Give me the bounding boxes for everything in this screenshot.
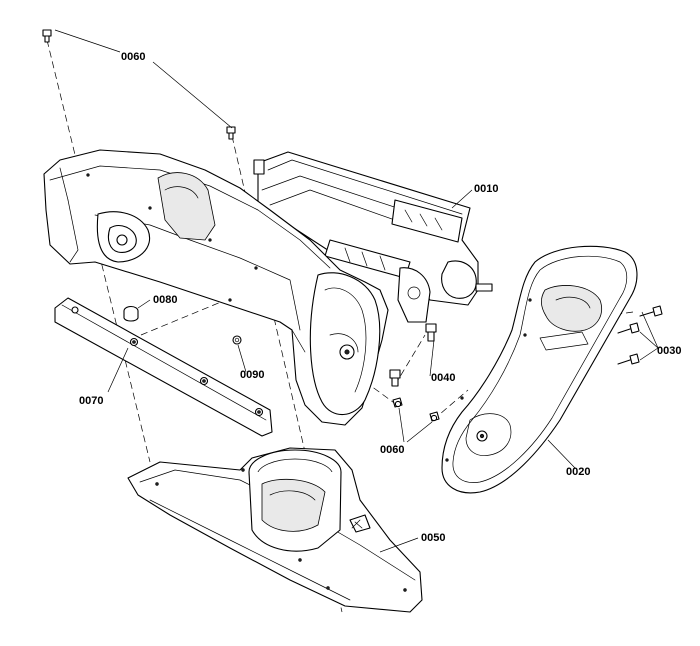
part-0040-bolts — [389, 323, 437, 387]
part-0070-scraper-bar — [54, 297, 273, 437]
callout-labels: 0060 0010 0080 0030 0090 0040 0070 0060 … — [79, 51, 681, 544]
part-0020-belt-cover — [441, 245, 638, 494]
part-0050-chute-base — [127, 447, 423, 613]
callout-0070: 0070 — [79, 395, 103, 407]
callout-0030: 0030 — [657, 345, 681, 357]
part-0080-plug — [123, 305, 139, 322]
callout-0050: 0050 — [421, 532, 445, 544]
callout-0060-top: 0060 — [121, 51, 145, 63]
part-0090-nut — [232, 335, 242, 345]
callout-0060-bottom: 0060 — [380, 444, 404, 456]
part-0030-screws — [617, 305, 663, 365]
callout-0010: 0010 — [474, 183, 498, 195]
callout-0020: 0020 — [566, 466, 590, 478]
part-0060-bolts — [42, 29, 440, 422]
leader-lines — [54, 29, 659, 553]
callout-0040: 0040 — [431, 372, 455, 384]
part-0010-frame — [253, 151, 493, 323]
auger-housing — [43, 149, 389, 426]
callout-0090: 0090 — [240, 369, 264, 381]
callout-0080: 0080 — [153, 294, 177, 306]
